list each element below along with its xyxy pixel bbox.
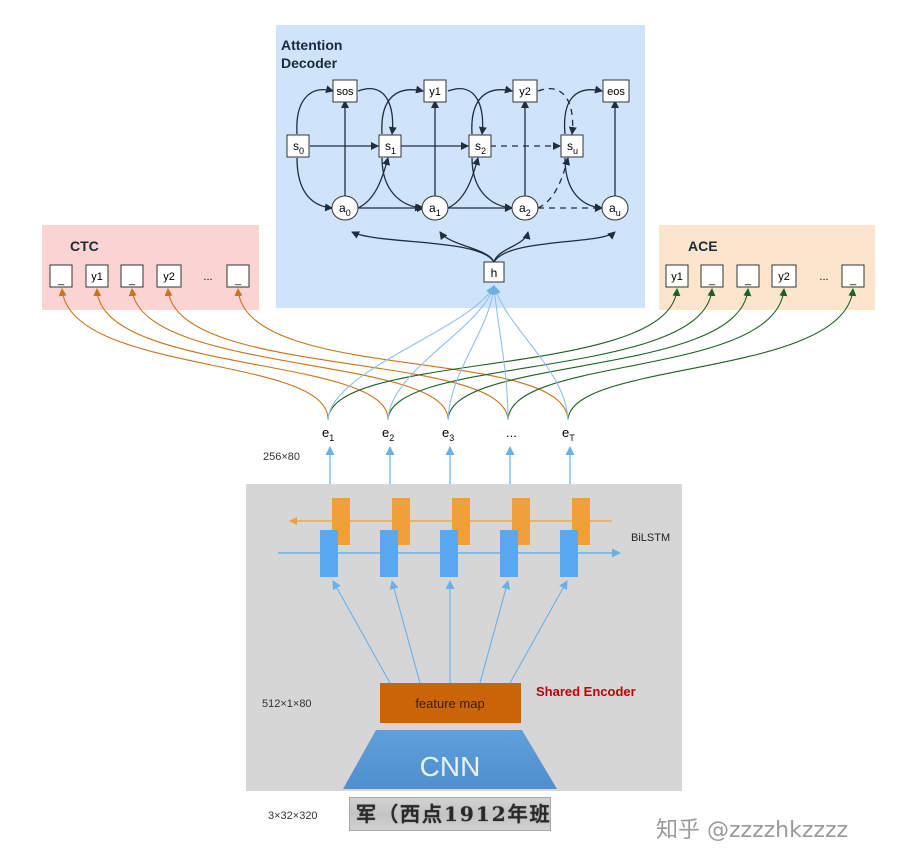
input-text-image: 军（西点1912年班: [349, 797, 551, 831]
svg-text:_: _: [849, 274, 857, 286]
ace-token-2: _: [736, 264, 760, 288]
attention-node-a0: a0: [331, 195, 359, 221]
ctc-panel: [42, 225, 259, 310]
svg-text:a1: a1: [429, 201, 441, 218]
decoder-output-eos: eos: [602, 79, 630, 103]
svg-text:y1: y1: [671, 271, 683, 283]
svg-text:a0: a0: [339, 201, 351, 218]
ctc-title: CTC: [70, 238, 99, 254]
svg-text:y2: y2: [163, 271, 175, 283]
decoder-hidden-h: h: [483, 261, 505, 283]
feature-map-block: feature map: [380, 683, 521, 723]
decoder-state-s1: s1: [378, 134, 402, 158]
ace-ellipsis: ...: [819, 271, 828, 283]
ace-token-0: y1: [665, 264, 689, 288]
feature-map-label: feature map: [415, 696, 484, 711]
attention-connections: [296, 85, 619, 263]
watermark: 知乎 @zzzzhkzzzz: [656, 818, 849, 843]
svg-text:_: _: [234, 274, 242, 286]
decoder-output-y1-label: y1: [429, 86, 441, 98]
cnn-label: CNN: [420, 751, 481, 782]
decoder-output-y1: y1: [423, 79, 447, 103]
shared-encoder-label: Shared Encoder: [536, 684, 636, 699]
cnn-block: CNN: [343, 730, 557, 789]
svg-text:s2: s2: [475, 139, 486, 156]
svg-text:_: _: [744, 274, 752, 286]
encoder-output-ellipsis: ...: [506, 425, 517, 440]
decoder-output-y2: y2: [512, 79, 538, 103]
svg-text:au: au: [609, 201, 621, 218]
decoder-output-eos-label: eos: [607, 86, 625, 98]
encoder-output-e3: e3: [442, 425, 454, 443]
ctc-connections: [58, 288, 569, 421]
svg-text:su: su: [567, 139, 578, 156]
ctc-token-0: _: [49, 264, 73, 288]
decoder-hidden-label: h: [491, 266, 498, 280]
attention-title-line1: Attention: [281, 37, 342, 53]
decoder-output-sos: sos: [332, 79, 358, 103]
ace-token-5: _: [841, 264, 865, 288]
attention-node-a1: a1: [421, 195, 449, 221]
feature-to-lstm-arrows: [332, 580, 568, 684]
svg-text:_: _: [708, 274, 716, 286]
svg-text:s1: s1: [385, 139, 396, 156]
encoder-output-e1: e1: [322, 425, 334, 443]
decoder-state-s0: s0: [286, 134, 310, 158]
ctc-token-1: y1: [85, 264, 109, 288]
ace-token-3: y2: [771, 264, 797, 288]
attention-title-line2: Decoder: [281, 55, 338, 71]
ace-panel: [659, 225, 875, 310]
svg-text:s0: s0: [293, 139, 304, 156]
ace-token-1: _: [700, 264, 724, 288]
svg-text:_: _: [128, 274, 136, 286]
dim-feature: 512×1×80: [262, 698, 312, 710]
attention-node-au: au: [601, 195, 629, 221]
dim-encoder-out: 256×80: [263, 451, 300, 463]
attention-node-a2: a2: [511, 195, 539, 221]
encoder-output-arrows: [325, 446, 575, 484]
svg-text:_: _: [57, 274, 65, 286]
dim-input: 3×32×320: [268, 810, 318, 822]
decoder-output-sos-label: sos: [336, 86, 354, 98]
ace-connections: [327, 288, 857, 421]
ctc-token-3: y2: [156, 264, 182, 288]
encoder-output-e2: e2: [382, 425, 394, 443]
decoder-state-s2: s2: [468, 134, 492, 158]
bilstm-forward-cells: [320, 530, 578, 577]
ctc-ellipsis: ...: [203, 271, 212, 283]
bilstm-label: BiLSTM: [631, 532, 670, 544]
ctc-token-5: _: [226, 264, 250, 288]
decoder-output-y2-label: y2: [519, 86, 531, 98]
svg-text:y2: y2: [778, 271, 790, 283]
encoder-output-eT: eT: [562, 425, 575, 443]
ace-title: ACE: [688, 238, 718, 254]
attention-decoder-panel: [276, 25, 645, 308]
decoder-state-su: su: [560, 134, 584, 158]
attention-connections-from-encoder: [327, 285, 569, 421]
ctc-token-2: _: [120, 264, 144, 288]
svg-text:y1: y1: [91, 271, 103, 283]
svg-text:a2: a2: [519, 201, 531, 218]
